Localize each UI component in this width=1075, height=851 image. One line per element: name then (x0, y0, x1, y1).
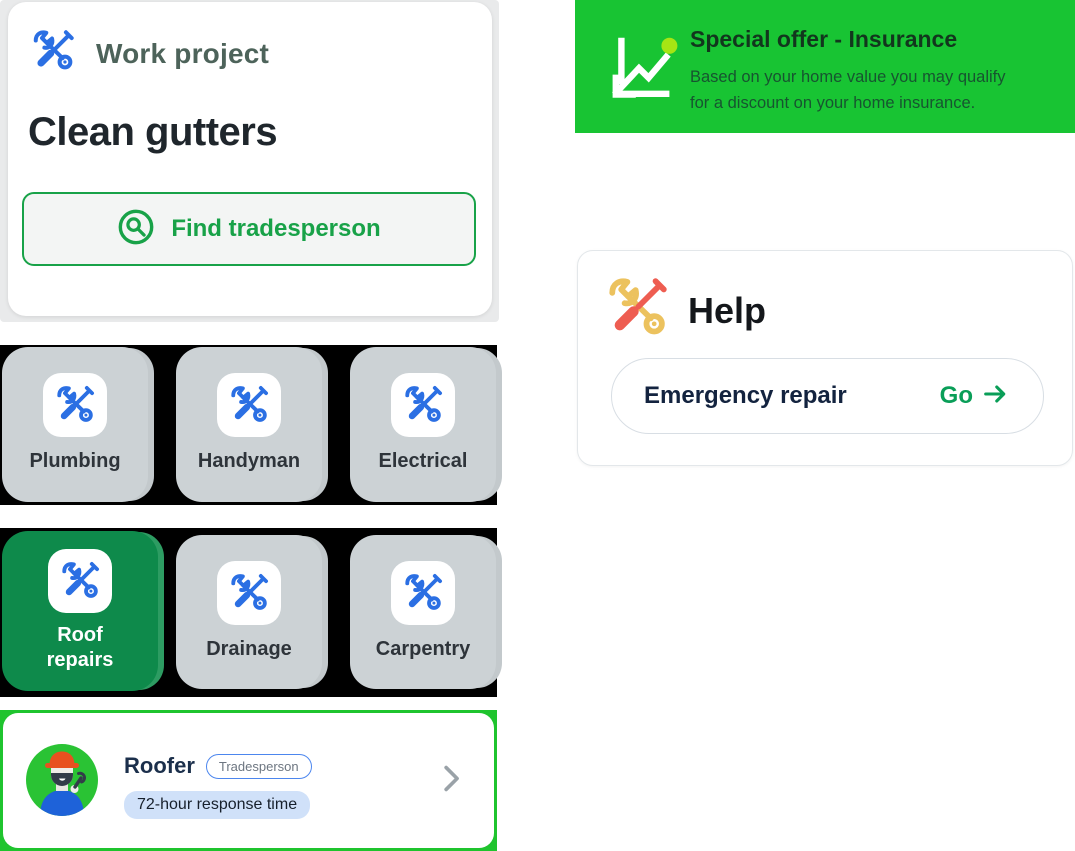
emergency-repair-button[interactable]: Emergency repair Go (611, 358, 1044, 434)
tradesperson-info: Roofer Tradesperson 72-hour response tim… (124, 753, 312, 819)
go-action[interactable]: Go (940, 380, 1009, 413)
tradesperson-card-border: Roofer Tradesperson 72-hour response tim… (0, 710, 497, 851)
help-card-header: Help (604, 275, 766, 346)
category-row-1: Plumbing Handyman (0, 345, 497, 505)
tools-icon (217, 373, 281, 437)
arrow-right-icon (981, 380, 1009, 413)
help-card: Help Emergency repair Go (577, 250, 1073, 466)
find-tradesperson-button[interactable]: Find tradesperson (22, 192, 476, 266)
tile-label: Drainage (206, 638, 292, 660)
tradesperson-card[interactable]: Roofer Tradesperson 72-hour response tim… (3, 713, 494, 848)
chevron-right-icon[interactable] (436, 761, 466, 800)
work-project-card: Work project Clean gutters Find tradespe… (8, 2, 492, 316)
tools-icon (48, 549, 112, 613)
find-tradesperson-label: Find tradesperson (171, 215, 381, 242)
tile-drainage[interactable]: Drainage (176, 535, 322, 689)
tools-icon (217, 561, 281, 625)
tile-electrical[interactable]: Electrical (350, 347, 496, 502)
roofer-avatar (26, 744, 98, 816)
tile-label: Roof repairs (46, 624, 114, 671)
go-label: Go (939, 382, 973, 409)
tools-icon (391, 561, 455, 625)
tools-icon (30, 28, 76, 79)
offer-body-line2: for a discount on your home insurance. (690, 94, 976, 112)
tile-label: Handyman (197, 450, 301, 472)
help-title: Help (688, 289, 767, 331)
work-card-header: Work project (30, 28, 269, 79)
response-time-badge: 72-hour response time (124, 791, 311, 819)
tools-icon (391, 373, 455, 437)
special-offer-banner[interactable]: Special offer - Insurance Based on your … (575, 0, 1075, 133)
tile-label: Carpentry (375, 638, 471, 660)
tools-icon-red-yellow (604, 275, 670, 346)
tile-handyman[interactable]: Handyman (176, 347, 322, 502)
tradesperson-badge: Tradesperson (205, 753, 312, 779)
search-circle-icon (117, 208, 155, 251)
offer-title: Special offer - Insurance (690, 26, 958, 52)
offer-body: Based on your home value you may qualify… (690, 64, 1006, 116)
tools-icon (43, 373, 107, 437)
chart-trend-icon (599, 26, 679, 109)
offer-body-line1: Based on your home value you may qualify (690, 68, 1006, 86)
tradesperson-name: Roofer (124, 753, 195, 778)
tile-plumbing[interactable]: Plumbing (2, 347, 148, 502)
tile-carpentry[interactable]: Carpentry (350, 535, 496, 689)
project-title: Clean gutters (28, 110, 278, 154)
tile-roof-repairs-selected[interactable]: Roof repairs (2, 531, 158, 691)
tile-label: Electrical (378, 450, 468, 472)
category-row-2: Roof repairs Draina (0, 528, 497, 697)
work-card-label: Work project (96, 37, 270, 69)
tile-label: Plumbing (29, 450, 121, 472)
emergency-repair-label: Emergency repair (644, 382, 847, 409)
